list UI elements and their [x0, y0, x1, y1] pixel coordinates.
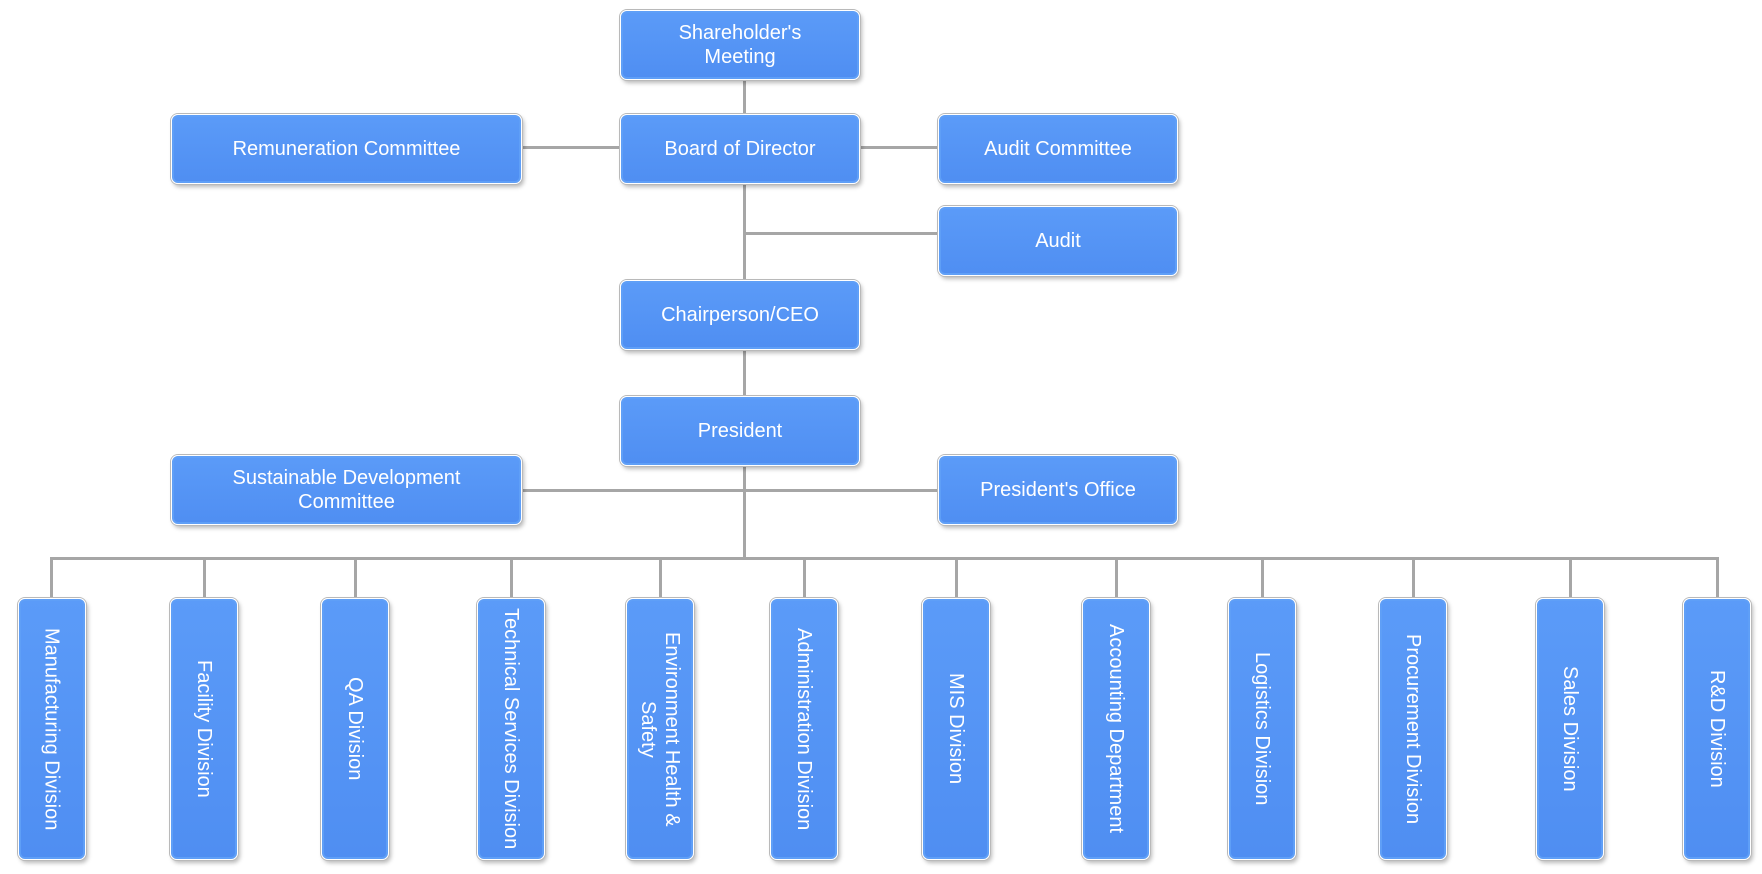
chairperson-ceo-box: Chairperson/CEO [620, 280, 860, 350]
connector-audit [743, 232, 938, 235]
connector-shareholders-board [743, 80, 746, 114]
connector-division-drop [1411, 557, 1415, 598]
connector-division-drop [509, 557, 513, 598]
division-label: Procurement Division [1402, 633, 1424, 825]
connector-division-drop [802, 557, 806, 598]
sustainable-development-committee-box: Sustainable Development Committee [171, 455, 522, 525]
shareholders-meeting-label: Shareholder's Meeting [678, 22, 802, 68]
audit-committee-label: Audit Committee [984, 138, 1132, 160]
division-label: Administration Division [793, 627, 815, 831]
audit-box: Audit [938, 206, 1178, 276]
connector-division-drop [1568, 557, 1572, 598]
connector-division-drop [954, 557, 958, 598]
division-box: MIS Division [922, 598, 990, 860]
connector-division-drop [658, 557, 662, 598]
division-box: Environment Health & Safety [626, 598, 694, 860]
connector-division-drop [1114, 557, 1118, 598]
division-label: MIS Division [945, 673, 967, 785]
board-of-director-label: Board of Director [664, 138, 816, 160]
connector-ceo-president [743, 350, 746, 398]
president-box: President [620, 396, 860, 466]
connector-division-drop [50, 557, 53, 598]
division-label: Environment Health & Safety [637, 631, 683, 827]
presidents-office-label: President's Office [980, 479, 1136, 501]
division-box: QA Division [321, 598, 389, 860]
connector-division-drop [1715, 557, 1719, 598]
division-label: Manufacturing Division [40, 627, 63, 831]
shareholders-meeting-box: Shareholder's Meeting [620, 10, 860, 80]
division-label: R&D Division [1706, 670, 1728, 788]
connector-division-drop [202, 557, 206, 598]
connector-division-drop [1260, 557, 1264, 598]
division-box: Sales Division [1536, 598, 1604, 860]
presidents-office-box: President's Office [938, 455, 1178, 525]
division-box: Administration Division [770, 598, 838, 860]
division-label: Logistics Division [1251, 652, 1273, 806]
connector-president-divisions [743, 466, 746, 559]
division-label: Technical Services Division [500, 608, 522, 850]
connector-division-bus [50, 557, 1719, 560]
audit-committee-box: Audit Committee [938, 114, 1178, 184]
division-label: Sales Division [1559, 666, 1581, 792]
remuneration-committee-box: Remuneration Committee [171, 114, 522, 184]
division-box: Manufacturing Division [17, 598, 86, 860]
sustainable-development-committee-label: Sustainable Development Committee [232, 467, 461, 513]
connector-division-drop [353, 557, 357, 598]
division-label: QA Division [344, 677, 366, 781]
chairperson-ceo-label: Chairperson/CEO [661, 304, 819, 326]
connector-remuneration-board [522, 146, 620, 149]
connector-board-audit-committee [860, 146, 938, 149]
board-of-director-box: Board of Director [620, 114, 860, 184]
division-box: Logistics Division [1228, 598, 1296, 860]
division-label: Facility Division [193, 660, 215, 798]
division-box: R&D Division [1683, 598, 1751, 860]
audit-label: Audit [1035, 230, 1081, 252]
division-box: Facility Division [170, 598, 238, 860]
division-box: Accounting Department [1082, 598, 1150, 860]
president-label: President [697, 420, 783, 442]
connector-sustainable-presidents-office [522, 489, 938, 492]
division-box: Technical Services Division [477, 598, 545, 860]
division-label: Accounting Department [1105, 624, 1127, 834]
remuneration-committee-label: Remuneration Committee [232, 138, 461, 160]
division-box: Procurement Division [1379, 598, 1447, 860]
